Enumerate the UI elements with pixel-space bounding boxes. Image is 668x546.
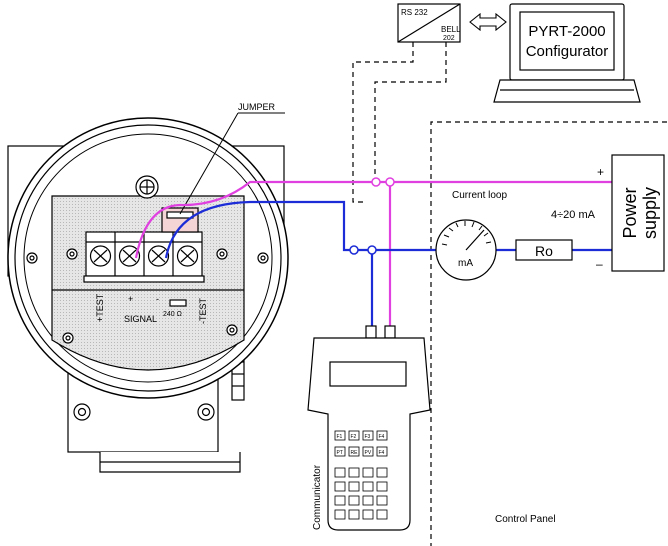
second-row-key-label: RE xyxy=(351,450,359,456)
converter-box xyxy=(397,3,461,43)
function-key-label: F2 xyxy=(351,434,357,440)
terminal-screw xyxy=(176,245,199,267)
configurator-computer xyxy=(493,3,641,103)
loop-negative-wire xyxy=(164,200,612,326)
double-arrow-icon xyxy=(469,12,507,32)
communicator-keypad xyxy=(334,430,388,520)
resistor-ro xyxy=(515,239,573,261)
keypad-labels: F1 F2 F3 F4 PT RE PV F4 xyxy=(337,434,385,456)
function-key-row xyxy=(334,430,388,441)
jumper-label: JUMPER xyxy=(238,102,276,112)
meter-unit-label: mA xyxy=(458,258,473,269)
terminal-plus-label: + xyxy=(128,294,133,304)
power-supply xyxy=(611,154,665,272)
function-key-label: F1 xyxy=(337,434,343,440)
resistor-ro-label: Ro xyxy=(535,243,553,259)
loop-positive-wire xyxy=(134,180,612,326)
communicator-label: Communicator xyxy=(312,464,323,530)
second-row-key-label: F4 xyxy=(379,450,385,456)
power-supply-line1: Power xyxy=(620,187,640,238)
control-panel-border xyxy=(430,121,667,546)
terminal-screws xyxy=(89,245,199,267)
configurator-line1: PYRT-2000 xyxy=(528,23,605,40)
converter-rs232-label: RS 232 xyxy=(401,8,428,17)
power-plus-sign: + xyxy=(597,165,604,179)
numeric-keys xyxy=(334,467,388,520)
terminal-minus-label: - xyxy=(156,294,159,304)
configurator-line2: Configurator xyxy=(526,43,609,60)
second-row-key-label: PT xyxy=(337,450,343,456)
converter-bell-label: BELL xyxy=(441,25,461,34)
resistor-240-label: 240 Ω xyxy=(163,311,182,318)
hart-dashed-lines xyxy=(352,42,447,203)
jumper-leader xyxy=(179,112,239,215)
range-label: 4÷20 mA xyxy=(551,209,596,221)
terminal-screw xyxy=(118,245,141,267)
second-key-row xyxy=(334,446,388,457)
power-minus-sign: – xyxy=(596,257,603,271)
test-minus-label: -TEST xyxy=(198,297,208,324)
second-row-key-label: PV xyxy=(365,450,372,456)
ammeter xyxy=(435,219,497,281)
current-loop-label: Current loop xyxy=(452,190,507,201)
transmitter xyxy=(7,117,289,473)
power-supply-line2: supply xyxy=(640,187,660,239)
function-key-label: F4 xyxy=(379,434,385,440)
test-plus-label: +TEST xyxy=(95,293,105,322)
signal-label: SIGNAL xyxy=(124,314,157,324)
control-panel-label: Control Panel xyxy=(495,514,556,525)
converter-202-label: 202 xyxy=(443,35,455,42)
terminal-screw xyxy=(147,245,170,267)
wire-junctions xyxy=(349,177,395,255)
function-key-label: F3 xyxy=(365,434,371,440)
terminal-screw xyxy=(89,245,112,267)
